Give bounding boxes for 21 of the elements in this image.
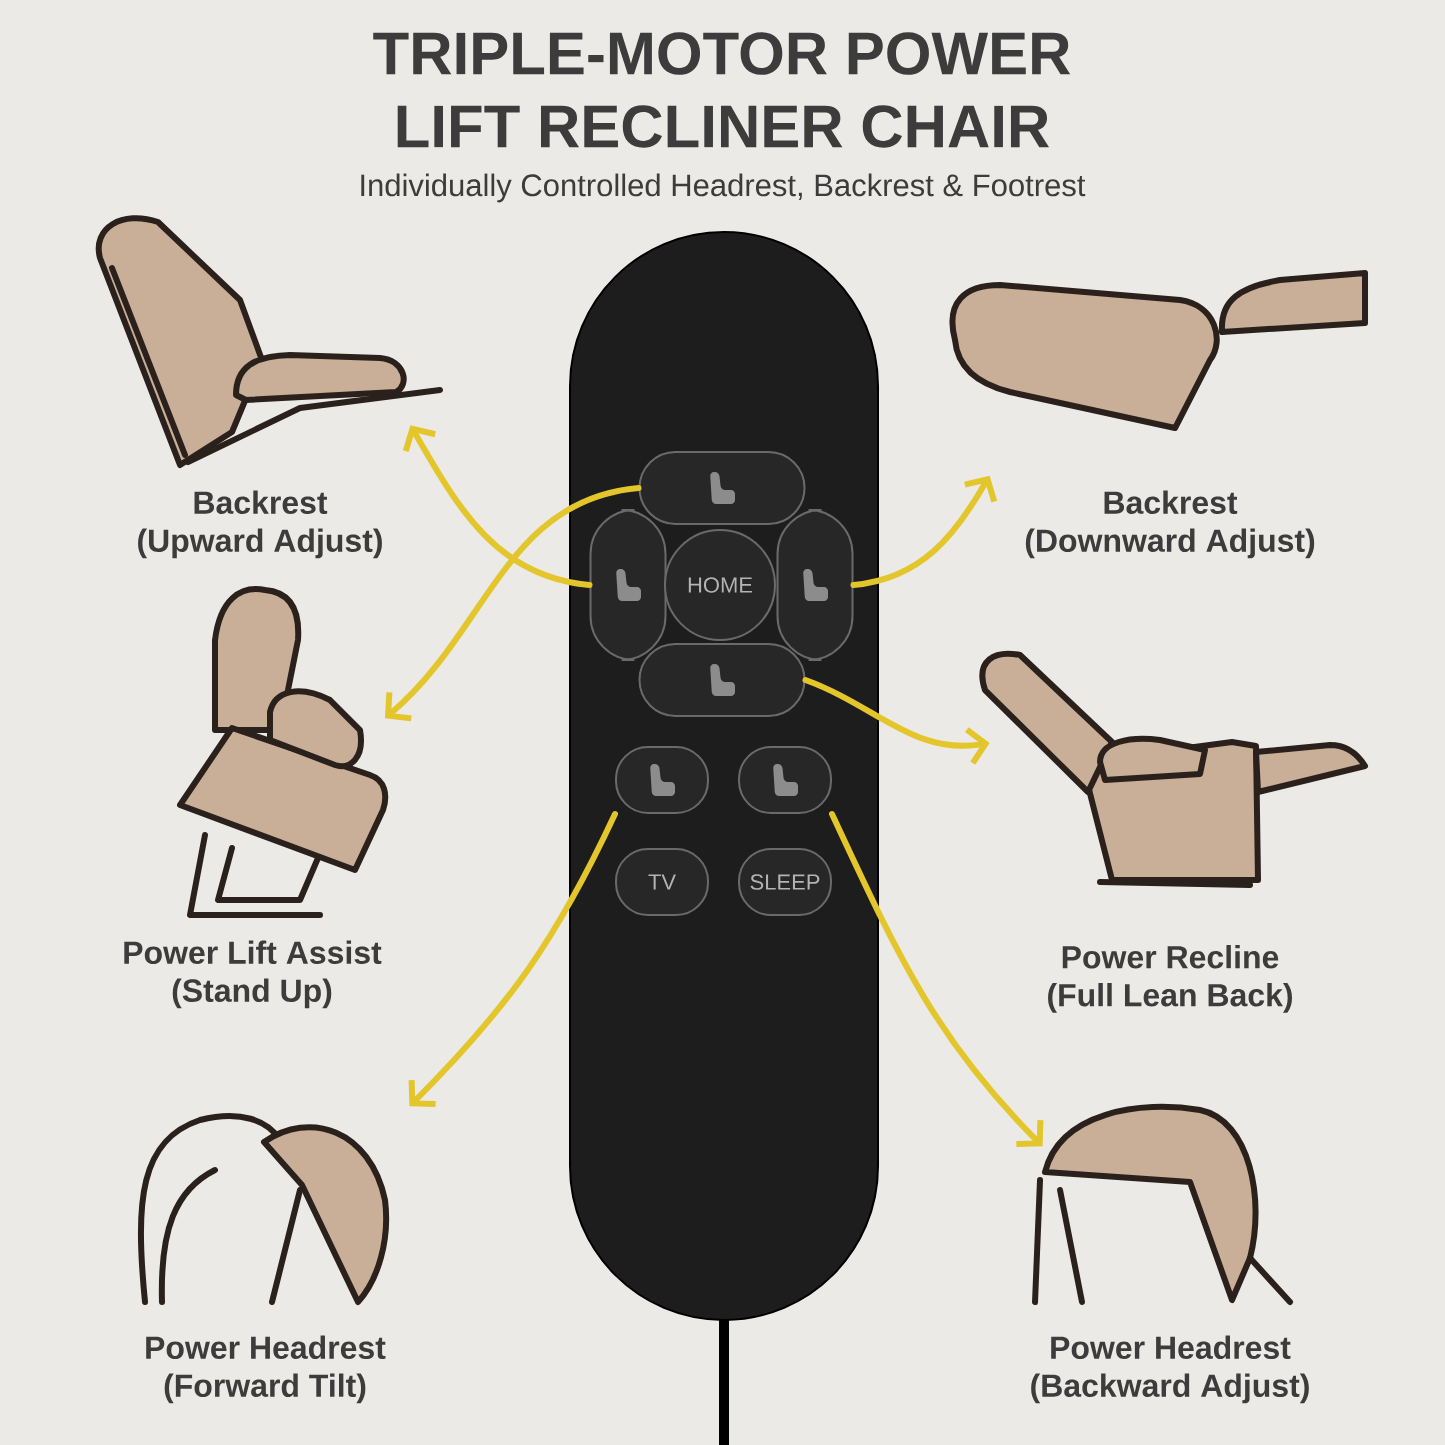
arrow <box>384 485 642 722</box>
chair-caption: Backrest (Downward Adjust) <box>1025 490 1315 559</box>
subtitle: Individually Controlled Headrest, Backrest & Footrest <box>361 173 1086 203</box>
sleep-button: SLEEP <box>738 848 832 916</box>
chair-caption: Power Headrest (Forward Tilt) <box>146 1335 386 1404</box>
title: TRIPLE-MOTOR POWER LIFT RECLINER CHAIR <box>373 32 1071 148</box>
chair-caption: Power Headrest (Backward Adjust) <box>1031 1335 1309 1404</box>
chair-caption: Backrest (Upward Adjust) <box>138 490 382 559</box>
arrow <box>850 475 998 588</box>
arrow <box>829 811 1044 1148</box>
tv-button: TV <box>615 848 709 916</box>
icon-button <box>615 746 709 814</box>
arrow <box>408 811 618 1108</box>
chair-caption: Power Recline (Full Lean Back) <box>1048 945 1292 1013</box>
chair-caption: Power Lift Assist (Stand Up) <box>124 940 382 1009</box>
arrow <box>402 425 593 588</box>
icon-button <box>738 746 832 814</box>
icon-button <box>589 509 667 661</box>
icon-button <box>776 509 854 661</box>
home-button: HOME <box>664 529 776 641</box>
arrow <box>802 677 990 765</box>
